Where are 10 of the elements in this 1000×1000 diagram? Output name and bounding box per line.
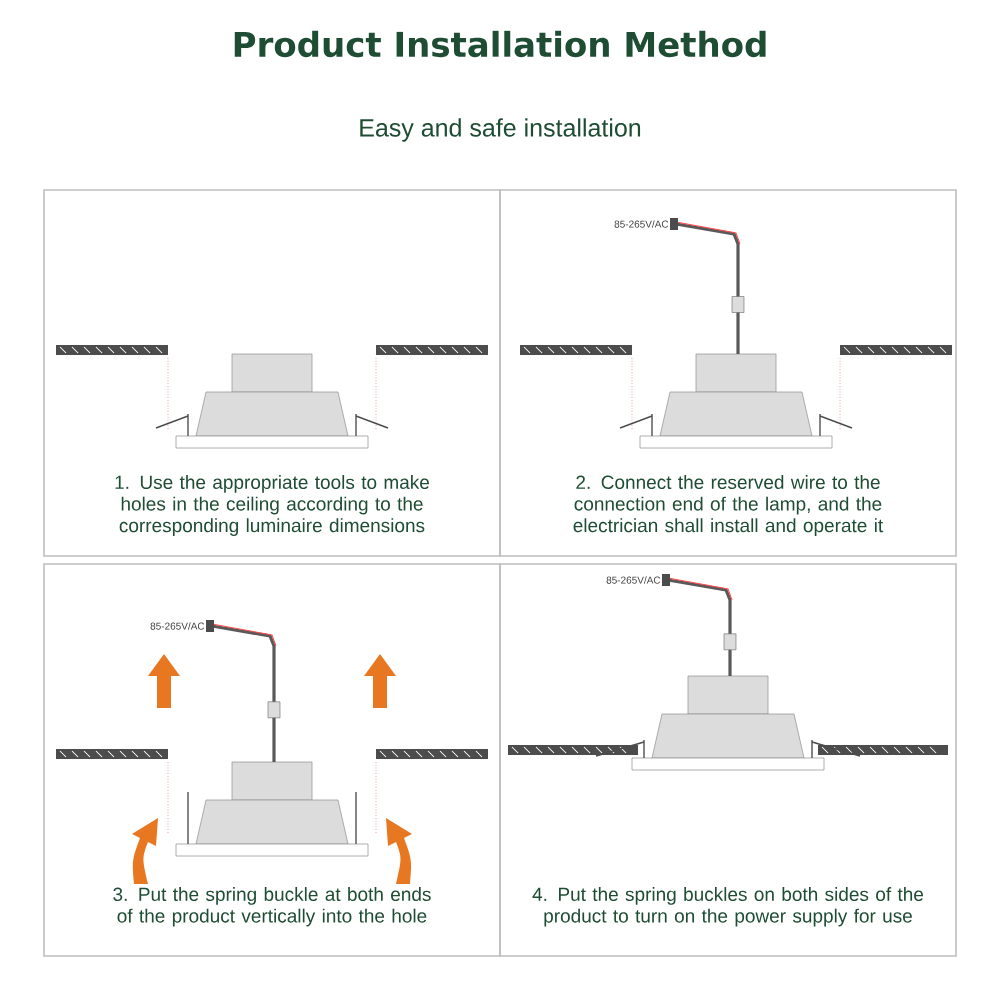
step-caption: 2. Connect the reserved wire to the connection end of the lamp, and the electrician shall install and operate it: [573, 475, 884, 536]
panel: [43, 189, 501, 557]
step-caption: 3. Put the spring buckle at both ends of the product vertically into the hole: [113, 887, 431, 927]
panel: [499, 189, 957, 557]
subtitle: Easy and safe installation: [360, 118, 641, 142]
title: Product Installation Method: [234, 30, 766, 58]
panel: [499, 563, 957, 957]
step-caption: 4. Put the spring buckles on both sides of the product to turn on the power supply for use: [532, 887, 924, 927]
step-caption: 1. Use the appropriate tools to make holes in the ceiling according to the corresponding luminaire dimensions: [115, 475, 429, 536]
panel: [43, 563, 501, 957]
